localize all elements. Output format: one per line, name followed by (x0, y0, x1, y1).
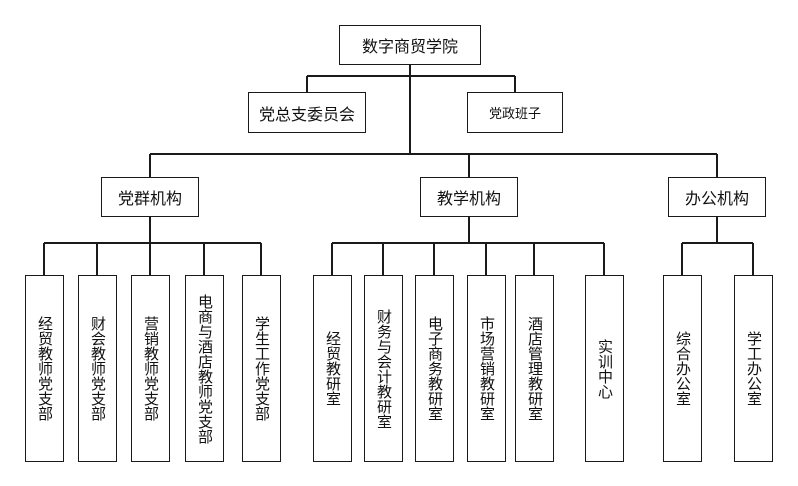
group-node-teaching: 教学机构 (420, 177, 518, 217)
unit-node: 学生工作党支部 (242, 275, 281, 462)
unit-node: 市场营销教研室 (467, 275, 506, 462)
unit-node: 酒店管理教研室 (515, 275, 554, 462)
unit-node: 电子商务教研室 (415, 275, 454, 462)
unit-node: 经贸教师党支部 (25, 275, 64, 462)
level1-node-party-committee: 党总支委员会 (248, 92, 366, 133)
level1-node-leadership-team: 党政班子 (467, 92, 563, 133)
unit-node: 电商与酒店教师党支部 (185, 275, 224, 462)
unit-node: 财会教师党支部 (78, 275, 117, 462)
group-node-office: 办公机构 (668, 177, 766, 217)
group-node-party-mass: 党群机构 (101, 177, 199, 217)
unit-node: 学工办公室 (734, 275, 773, 462)
unit-node: 营销教师党支部 (131, 275, 170, 462)
unit-node: 实训中心 (585, 275, 624, 462)
unit-node: 综合办公室 (663, 275, 702, 462)
root-node: 数字商贸学院 (339, 25, 481, 65)
unit-node: 经贸教研室 (313, 275, 352, 462)
unit-node: 财务与会计教研室 (364, 275, 403, 462)
